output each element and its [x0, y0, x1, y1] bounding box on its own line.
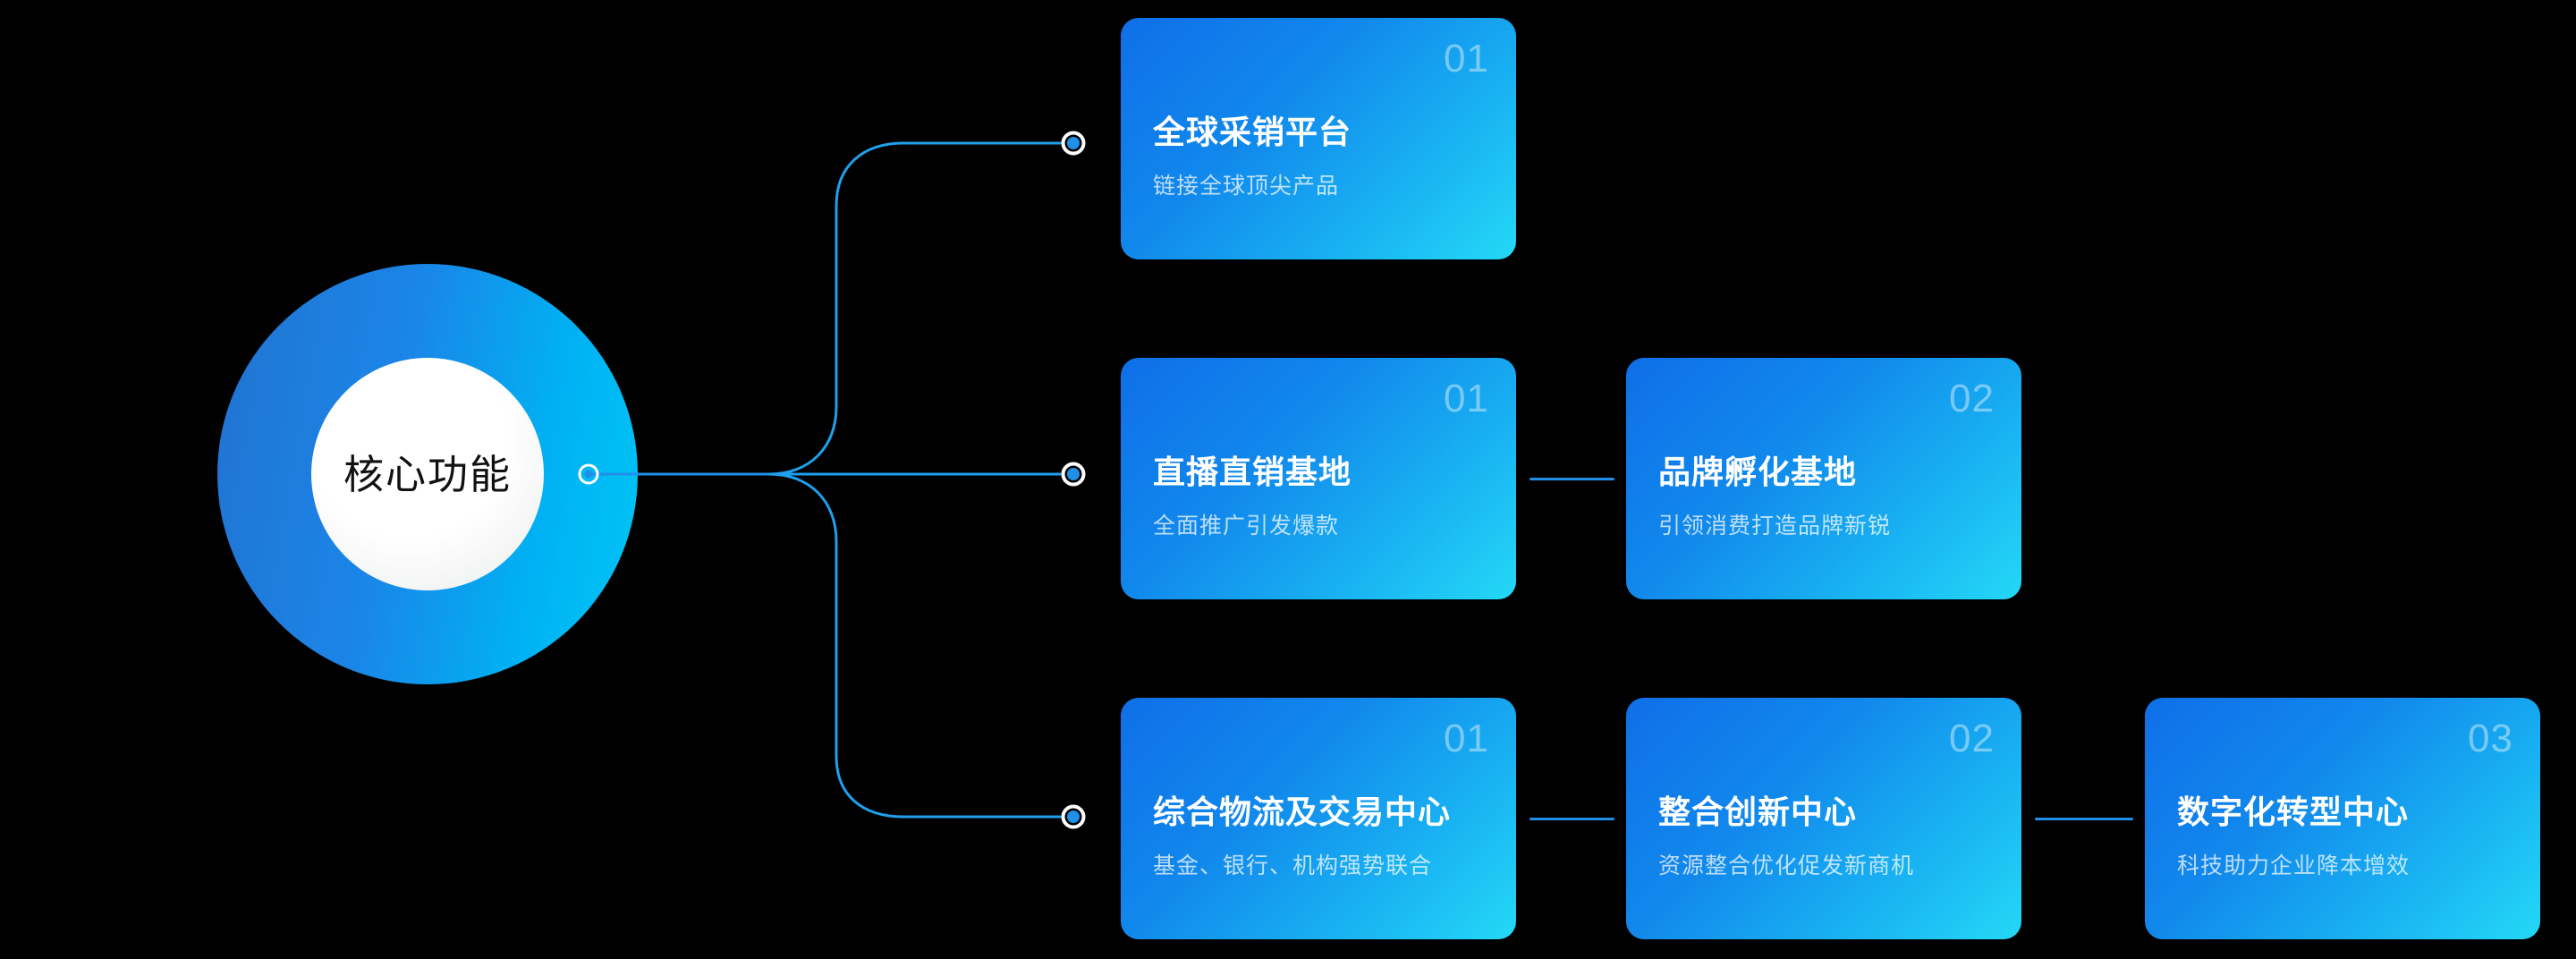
card-number: 03	[2468, 717, 2513, 760]
card-title: 全球采销平台	[1153, 114, 1352, 150]
card-subtitle: 资源整合优化促发新商机	[1658, 853, 1915, 878]
hub-inner-circle: 核心功能	[311, 358, 544, 590]
card-title: 整合创新中心	[1658, 794, 1858, 830]
card-link-row3-2to3	[2035, 818, 2133, 820]
card-number: 02	[1949, 377, 1995, 420]
branch-1-connector-dot-icon	[1061, 131, 1086, 156]
hub-label: 核心功能	[343, 451, 512, 497]
central-hub-node[interactable]: 核心功能	[217, 264, 638, 684]
card-subtitle: 基金、银行、机构强势联合	[1153, 853, 1433, 878]
card-subtitle: 科技助力企业降本增效	[2177, 853, 2411, 878]
card-number: 01	[1444, 717, 1489, 760]
card-number: 01	[1444, 377, 1489, 420]
card-global-sourcing-platform[interactable]: 01 全球采销平台 链接全球顶尖产品	[1121, 18, 1516, 259]
card-number: 02	[1949, 717, 1995, 760]
card-integration-innovation-center[interactable]: 02 整合创新中心 资源整合优化促发新商机	[1626, 698, 2021, 939]
card-subtitle: 链接全球顶尖产品	[1153, 174, 1340, 199]
hub-connector-dot-icon	[578, 463, 599, 485]
card-integrated-logistics-trading-center[interactable]: 01 综合物流及交易中心 基金、银行、机构强势联合	[1121, 698, 1516, 939]
card-title: 综合物流及交易中心	[1153, 794, 1452, 830]
branch-2-connector-dot-icon	[1061, 462, 1086, 487]
card-number: 01	[1444, 37, 1489, 81]
card-brand-incubation-base[interactable]: 02 品牌孵化基地 引领消费打造品牌新锐	[1626, 358, 2021, 599]
card-title: 直播直销基地	[1153, 454, 1352, 490]
card-livestream-direct-sales-base[interactable]: 01 直播直销基地 全面推广引发爆款	[1121, 358, 1516, 599]
card-link-row2-1to2	[1530, 478, 1614, 480]
card-digital-transformation-center[interactable]: 03 数字化转型中心 科技助力企业降本增效	[2145, 698, 2540, 939]
card-subtitle: 全面推广引发爆款	[1153, 513, 1340, 539]
card-link-row3-1to2	[1530, 818, 1614, 820]
branch-3-connector-dot-icon	[1061, 804, 1086, 829]
card-title: 品牌孵化基地	[1658, 454, 1858, 490]
card-subtitle: 引领消费打造品牌新锐	[1658, 513, 1892, 539]
card-title: 数字化转型中心	[2177, 794, 2410, 830]
